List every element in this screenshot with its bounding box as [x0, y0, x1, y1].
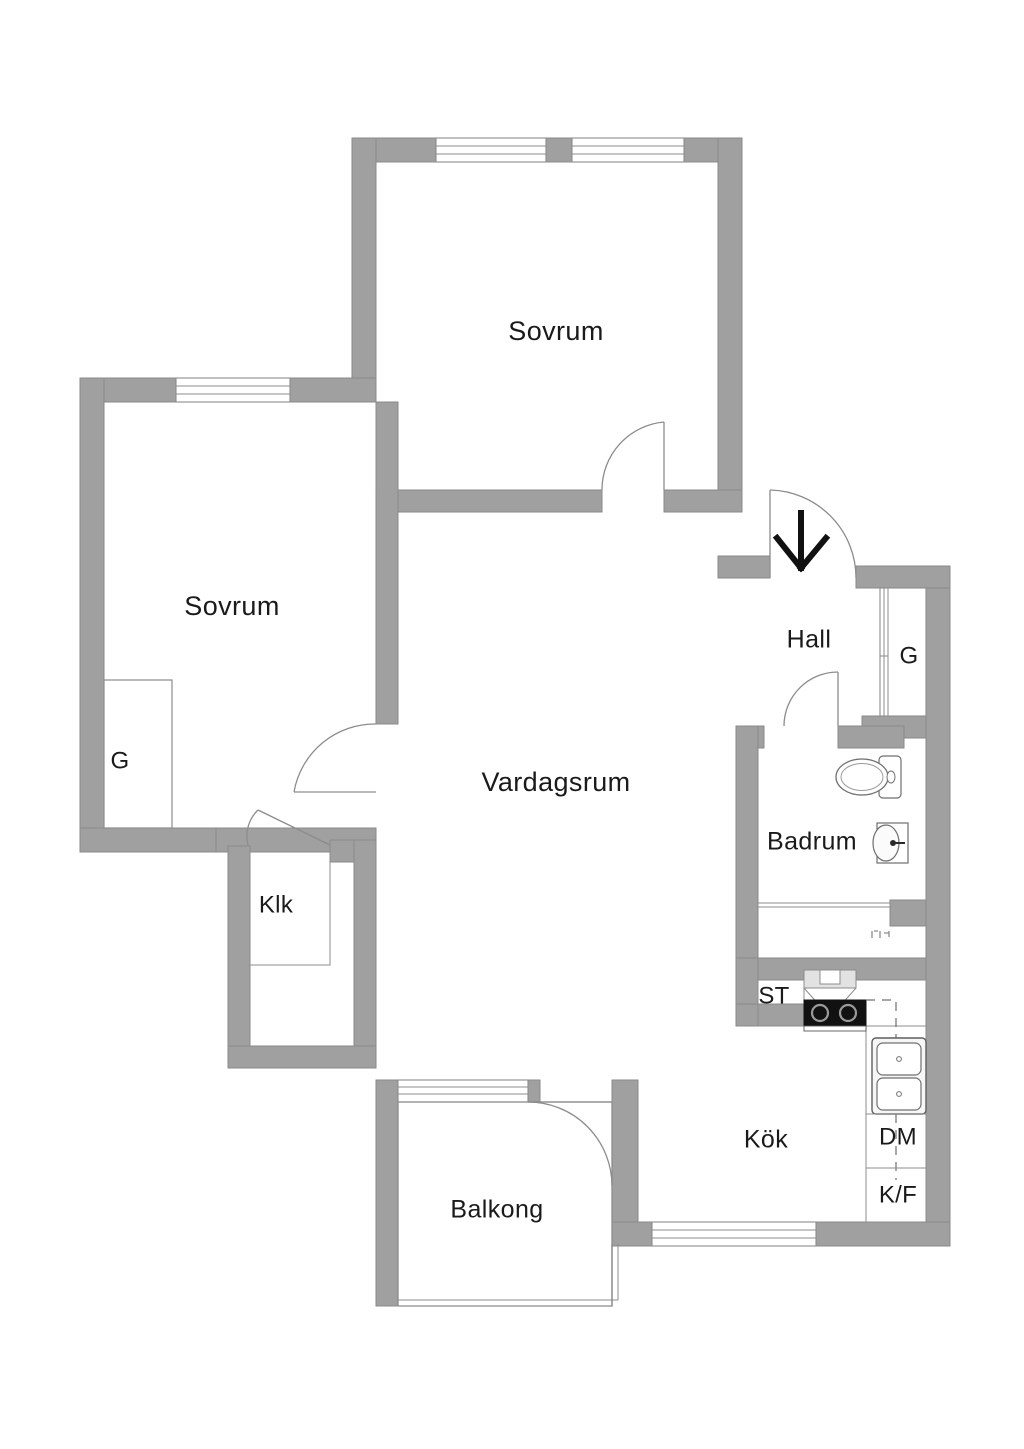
window-balcony — [397, 1079, 529, 1103]
kitchen-fixtures — [757, 969, 927, 1223]
toilet-fixture — [835, 755, 902, 799]
doors-group — [246, 421, 857, 1187]
balcony-door-swing[interactable] — [527, 1101, 613, 1187]
entrance-door-swing[interactable] — [769, 489, 857, 579]
stove-cooktop — [803, 999, 867, 1032]
wall-structure — [79, 137, 951, 1307]
bathroom-fixtures — [758, 755, 909, 938]
storage-label-st: ST — [758, 982, 789, 1009]
klk-shelf-line — [250, 846, 331, 966]
closet-g-hall — [879, 587, 927, 717]
storage-label-g-bedroom-left: G — [111, 747, 130, 774]
interior-thin-lines — [375, 161, 718, 1307]
walk-in-closet-door-swing[interactable] — [246, 809, 331, 846]
bedroom-upper-door-swing[interactable] — [601, 421, 665, 491]
storage-closets — [103, 587, 927, 966]
room-label-kok: Kök — [744, 1126, 788, 1154]
closet-g-bedroom-left — [103, 679, 173, 829]
storage-label-dm: DM — [879, 1123, 917, 1150]
storage-label-kf: K/F — [879, 1181, 917, 1208]
fridge-freezer-unit — [865, 1167, 927, 1223]
window-bedroom-left — [175, 377, 291, 403]
room-label-sovrum-left: Sovrum — [184, 591, 279, 621]
shower-fixture — [758, 902, 890, 938]
bedroom-left-door-swing[interactable] — [293, 723, 377, 793]
entry-direction-arrow — [772, 510, 831, 573]
room-label-vardagsrum: Vardagsrum — [481, 767, 630, 797]
room-label-klk: Klk — [259, 891, 294, 918]
room-label-badrum: Badrum — [767, 828, 857, 856]
window-bedroom-upper-left — [435, 137, 547, 163]
window-bedroom-upper-right — [571, 137, 685, 163]
extractor-hood — [803, 969, 857, 1007]
window-kitchen — [651, 1221, 817, 1247]
room-label-hall: Hall — [787, 626, 832, 654]
washbasin-fixture — [872, 822, 909, 864]
room-labels: Sovrum Sovrum Vardagsrum Hall Badrum Kök… — [111, 316, 919, 1223]
bathroom-door-swing[interactable] — [783, 671, 839, 727]
room-label-balkong: Balkong — [450, 1196, 543, 1224]
kitchen-sink-double — [871, 1037, 927, 1115]
room-label-sovrum-upper: Sovrum — [508, 316, 603, 346]
storage-label-g-hall: G — [900, 642, 919, 669]
